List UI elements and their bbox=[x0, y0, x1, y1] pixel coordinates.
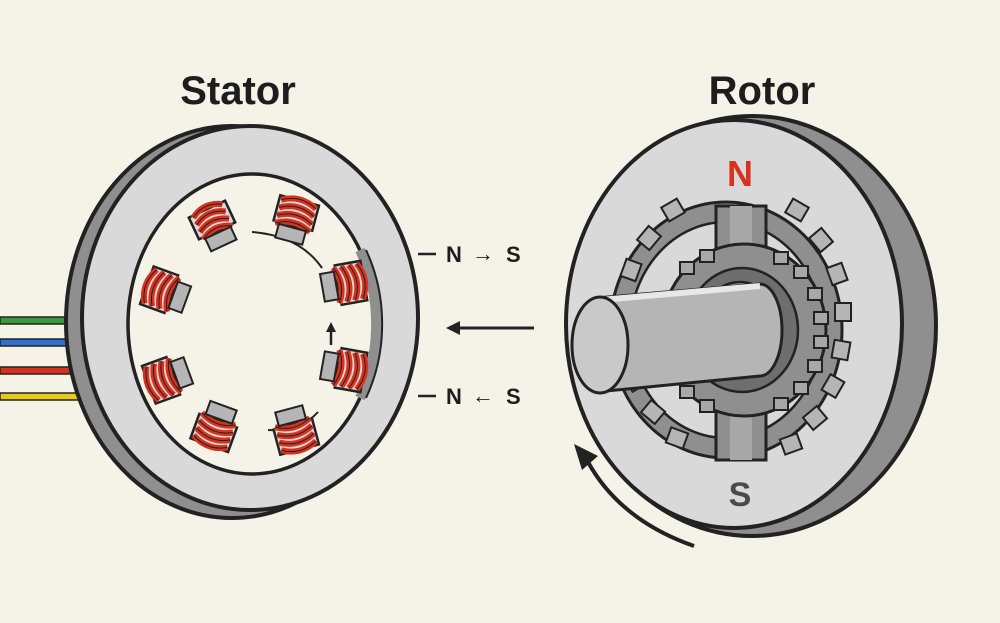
pole-label-bottom: N ← S bbox=[446, 383, 521, 409]
stator-coil-1 bbox=[187, 199, 238, 253]
stator-coil-3 bbox=[318, 259, 369, 307]
pole-label-bottom-arrow: ← bbox=[472, 383, 494, 408]
rotor-shaft bbox=[570, 282, 784, 395]
pole-label-bottom-right: S bbox=[506, 384, 521, 409]
stator-bore bbox=[126, 172, 378, 476]
pole-label-bottom-left: N bbox=[446, 384, 462, 409]
stator-coil-2 bbox=[272, 193, 321, 246]
stator-coil-8 bbox=[138, 264, 193, 315]
rotation-arrow-icon bbox=[574, 444, 695, 548]
rotor-south-label: S bbox=[729, 476, 752, 514]
pole-label-top-arrow: → bbox=[472, 241, 494, 266]
stator-title: Stator bbox=[180, 69, 296, 113]
stator-coil-6 bbox=[188, 399, 239, 454]
stator bbox=[64, 124, 436, 520]
flux-arrow-small bbox=[326, 322, 336, 345]
rotor-title: Rotor bbox=[709, 69, 816, 113]
pole-label-top: N → S bbox=[446, 241, 521, 267]
pole-label-top-left: N bbox=[446, 242, 462, 267]
rotor-shaft-end bbox=[570, 295, 630, 395]
stator-coil-4 bbox=[318, 346, 369, 394]
rotor-north-label: N bbox=[727, 153, 753, 194]
flux-arrow-left bbox=[446, 321, 534, 335]
rotor: N S bbox=[564, 114, 938, 538]
stator-coil-5 bbox=[272, 404, 321, 457]
pole-label-top-right: S bbox=[506, 242, 521, 267]
stator-bore-wall bbox=[355, 247, 382, 401]
stator-coil-7 bbox=[140, 355, 195, 406]
